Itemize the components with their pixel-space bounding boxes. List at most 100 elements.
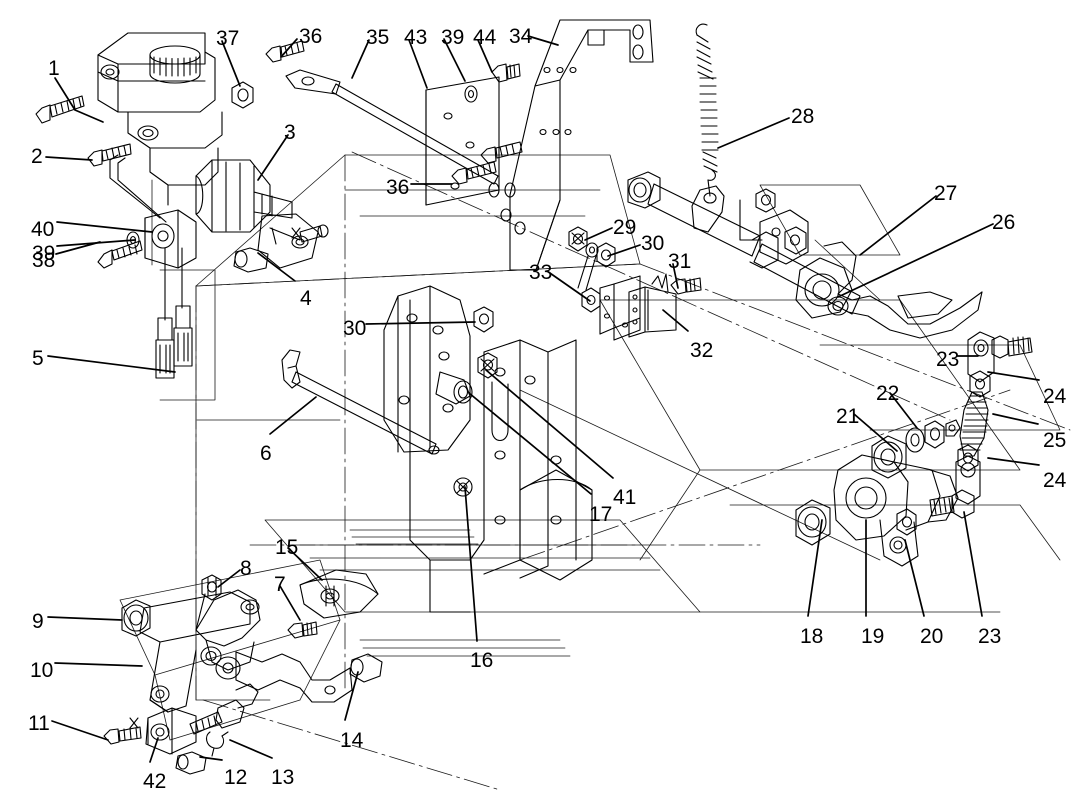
leader-line-10 — [54, 662, 143, 667]
leader-line-16 — [464, 486, 478, 642]
rod-35 — [285, 69, 499, 185]
leader-line-7 — [279, 585, 301, 621]
callout-42: 42 — [143, 770, 167, 793]
leader-line-9 — [47, 616, 123, 621]
callout-18: 18 — [800, 625, 824, 648]
callout-36: 36 — [386, 176, 410, 199]
leader-line-42 — [149, 737, 159, 763]
leader-line-37 — [221, 40, 241, 87]
leader-line-5 — [47, 355, 176, 373]
callout-41: 41 — [613, 486, 637, 509]
lower-left-linkage — [103, 569, 383, 775]
callout-13: 13 — [271, 766, 295, 789]
leader-line-14 — [344, 671, 359, 721]
callout-leader-lines — [45, 35, 1040, 763]
leader-line-26 — [837, 223, 994, 298]
callout-30: 30 — [343, 317, 367, 340]
bolt-2 — [87, 143, 132, 167]
callout-40: 40 — [31, 218, 55, 241]
callout-29: 29 — [613, 216, 637, 239]
brake-lines — [109, 154, 193, 379]
callout-2: 2 — [31, 145, 43, 168]
callout-22: 22 — [876, 382, 900, 405]
callout-15: 15 — [275, 536, 299, 559]
callout-12: 12 — [224, 766, 248, 789]
washer-39-top — [464, 85, 478, 103]
callout-21: 21 — [836, 405, 860, 428]
mounting-block-40 — [97, 209, 197, 269]
leader-line-36 — [280, 38, 298, 58]
chassis-phantom-lines — [119, 151, 1071, 791]
leader-line-2 — [45, 156, 93, 161]
callout-5: 5 — [32, 347, 44, 370]
callout-31: 31 — [668, 250, 692, 273]
leader-line-29 — [584, 227, 613, 241]
leader-line-17 — [468, 392, 592, 495]
callout-1: 1 — [48, 57, 60, 80]
callout-23: 23 — [936, 348, 960, 371]
leader-line-32 — [662, 309, 689, 332]
leader-line-22 — [889, 392, 918, 429]
callout-30: 30 — [641, 232, 665, 255]
leader-line-15 — [287, 547, 323, 581]
callout-37: 37 — [216, 27, 240, 50]
callout-32: 32 — [690, 339, 714, 362]
leader-line-28 — [717, 117, 790, 149]
callout-6: 6 — [260, 442, 272, 465]
callout-35: 35 — [366, 26, 390, 49]
leader-line-24 — [987, 457, 1040, 466]
leader-line-1 — [54, 77, 104, 123]
callout-24: 24 — [1043, 385, 1067, 408]
leader-line-30 — [607, 244, 641, 257]
callout-44: 44 — [473, 26, 497, 49]
leader-line-20 — [904, 539, 925, 617]
leader-line-18 — [807, 519, 823, 617]
callout-38: 38 — [32, 249, 56, 272]
bolt-44 — [491, 63, 521, 83]
leader-line-6 — [269, 396, 317, 435]
leader-line-31 — [672, 263, 679, 289]
leader-line-43 — [408, 39, 428, 89]
leader-line-39 — [56, 239, 136, 247]
master-cylinder-assembly — [97, 32, 319, 269]
leader-line-33 — [546, 270, 591, 302]
callout-27: 27 — [934, 182, 958, 205]
callout-4: 4 — [300, 287, 312, 310]
right-pedal-hub-assembly — [795, 331, 1033, 567]
callout-28: 28 — [791, 105, 815, 128]
leader-line-39 — [443, 38, 466, 82]
callout-43: 43 — [404, 26, 428, 49]
pedal-shaft-assembly — [627, 171, 983, 339]
leader-line-44 — [477, 39, 493, 73]
callout-26: 26 — [992, 211, 1016, 234]
callout-19: 19 — [861, 625, 885, 648]
callout-14: 14 — [340, 729, 364, 752]
callout-34: 34 — [509, 25, 533, 48]
leader-line-40 — [56, 221, 153, 233]
leader-line-30 — [365, 321, 476, 325]
leader-line-21 — [853, 413, 898, 452]
callout-8: 8 — [240, 557, 252, 580]
callout-17: 17 — [589, 503, 613, 526]
spring-28 — [695, 23, 719, 197]
leader-line-12 — [199, 756, 223, 761]
bracket-34 — [488, 19, 654, 271]
callout-39: 39 — [32, 242, 56, 265]
leader-line-13 — [229, 739, 273, 759]
callout-11: 11 — [28, 712, 50, 735]
leader-line-23 — [963, 511, 983, 617]
leader-line-35 — [351, 39, 370, 79]
leader-line-11 — [51, 720, 109, 741]
callout-7: 7 — [274, 573, 286, 596]
callout-9: 9 — [32, 610, 44, 633]
rod-6 — [281, 349, 440, 455]
bolt-1 — [35, 95, 85, 124]
leader-line-34 — [527, 35, 559, 46]
callout-36: 36 — [299, 25, 323, 48]
callout-33: 33 — [529, 261, 553, 284]
leader-line-41 — [485, 369, 614, 479]
leader-line-3 — [257, 134, 289, 181]
nut-37 — [231, 81, 254, 109]
callout-39: 39 — [441, 26, 465, 49]
